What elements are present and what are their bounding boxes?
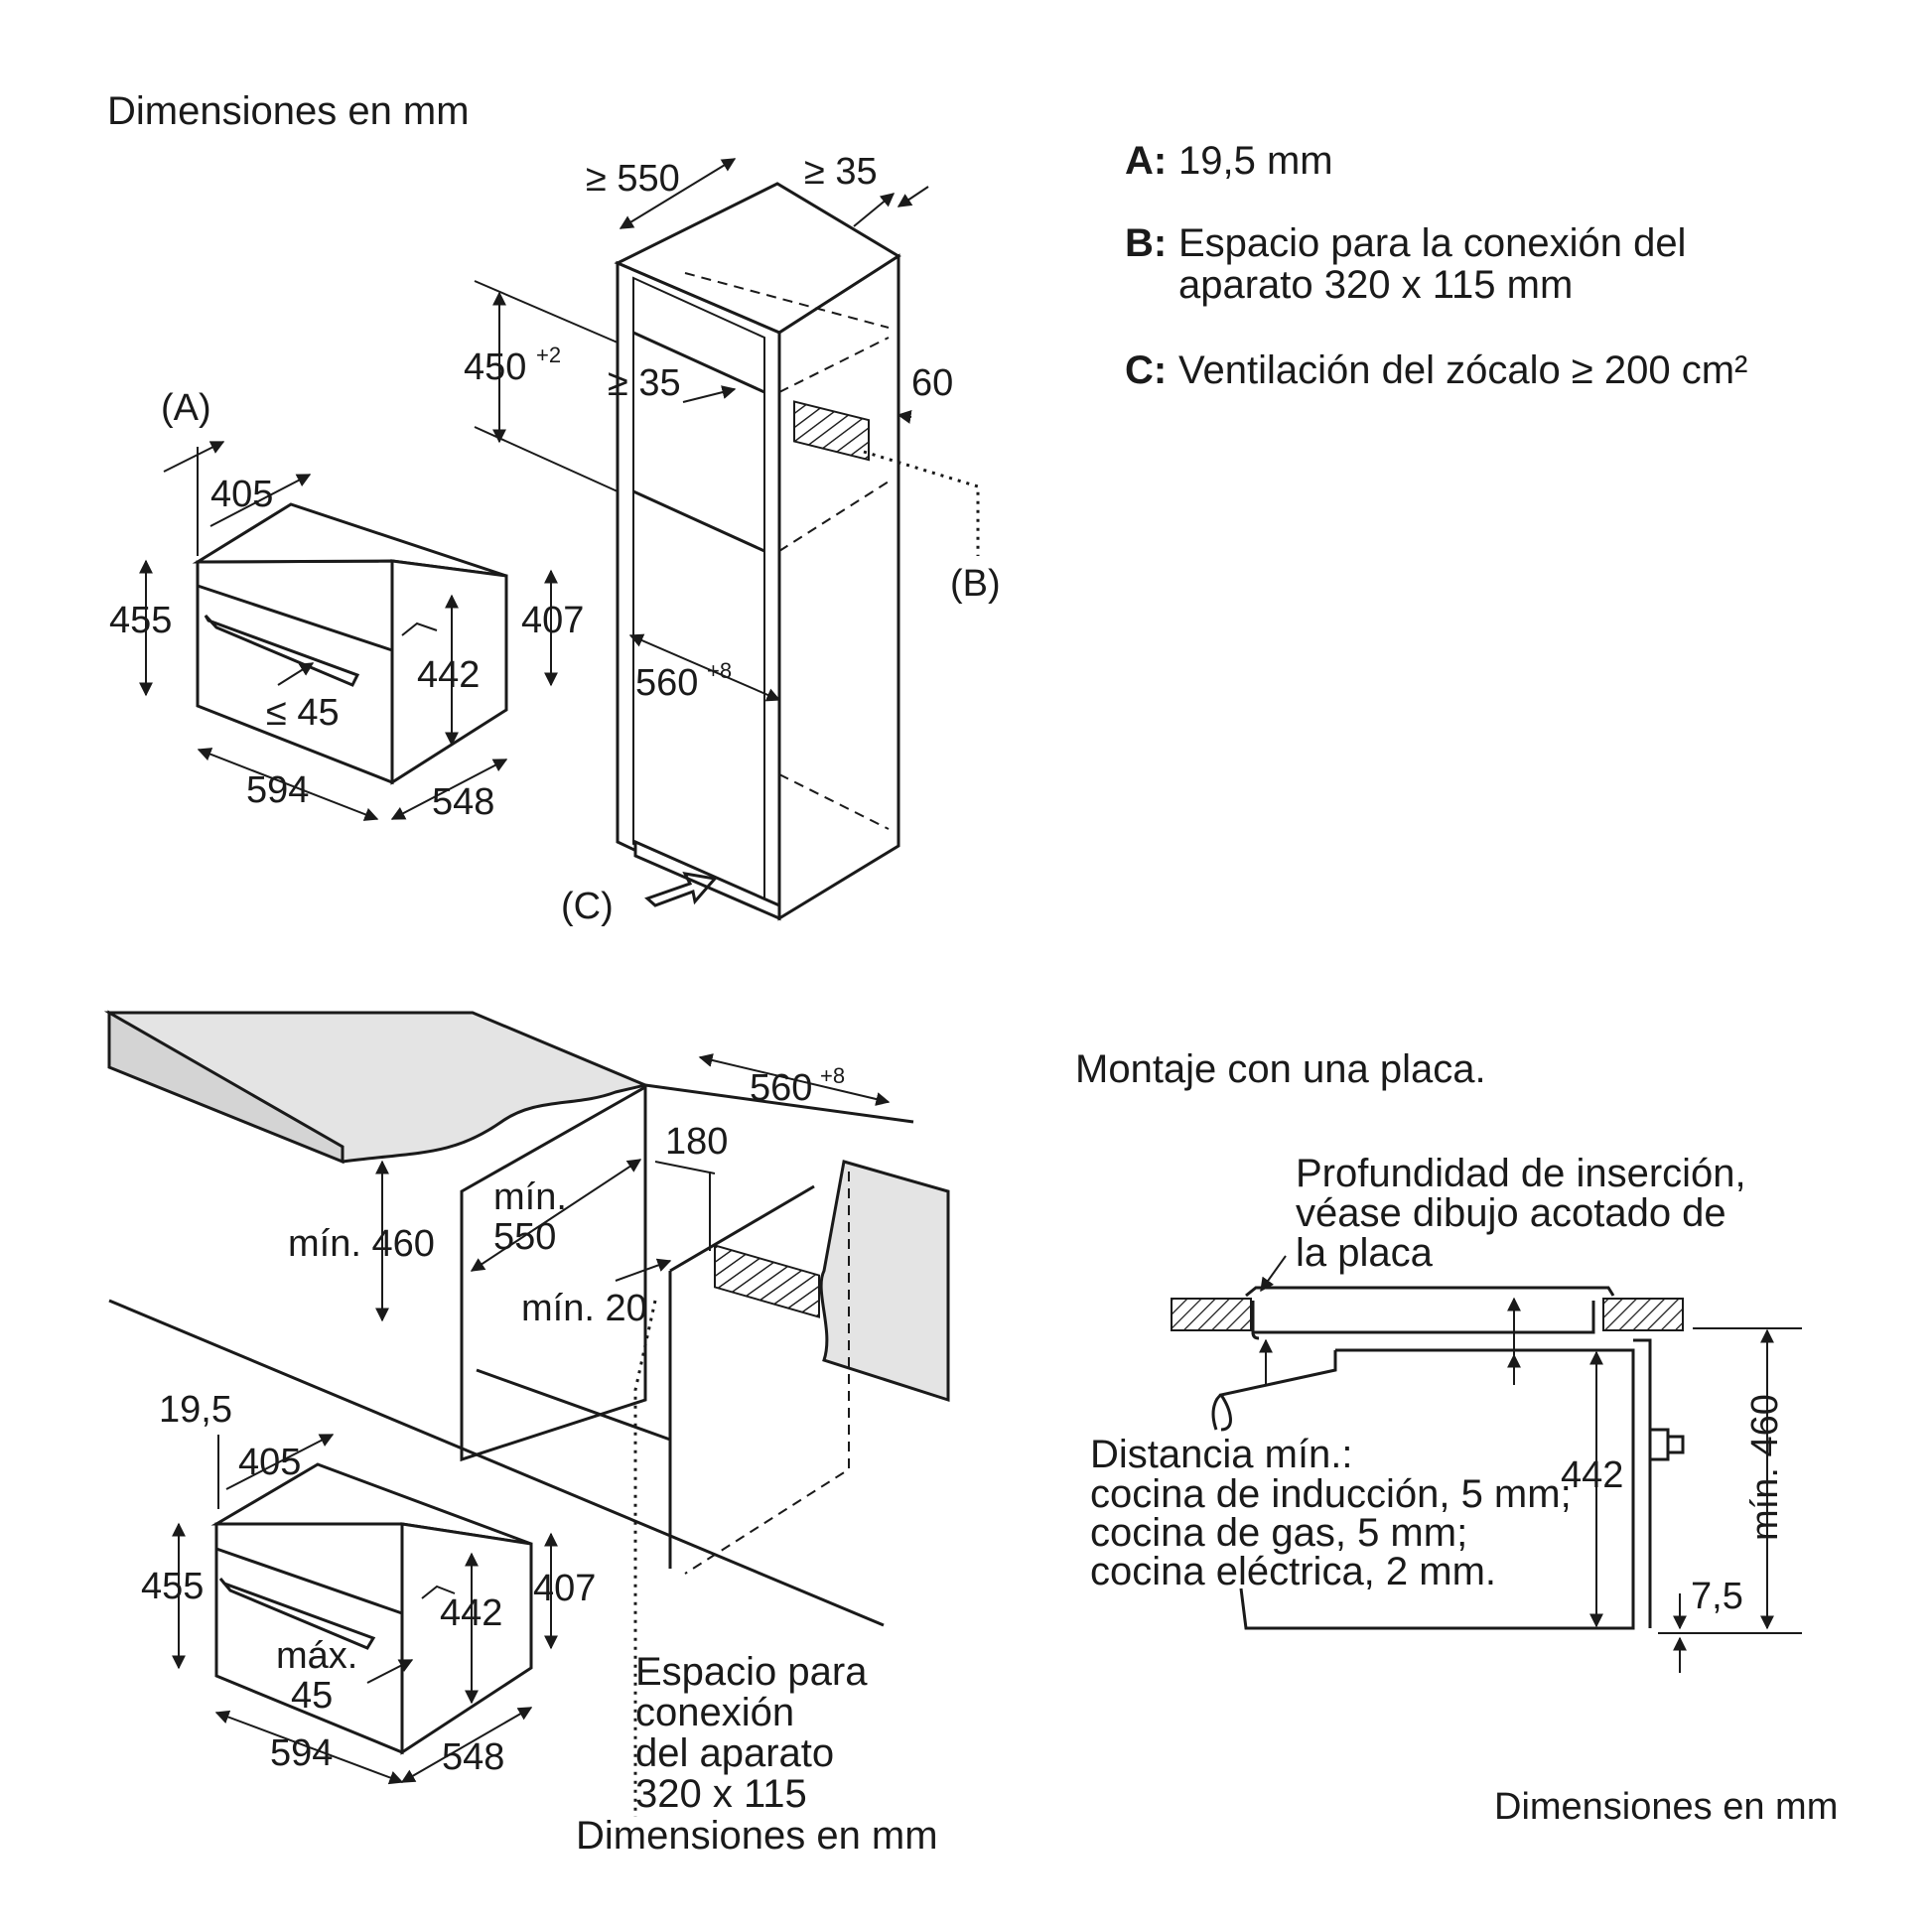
br-dist-l1: Distancia mín.: <box>1090 1433 1353 1476</box>
legend-a-key: A: <box>1125 139 1167 183</box>
bottom-right-section: Montaje con una placa. Profundidad de in… <box>1075 1047 1838 1828</box>
bl-width: 560 <box>750 1067 812 1109</box>
cabinet-vent-height: 60 <box>911 362 953 404</box>
oven-depth: 548 <box>432 781 494 823</box>
br-dim-442: 442 <box>1561 1454 1623 1496</box>
bottom-left-section: 560 +8 180 mín. 550 mín. 460 mín. 20 19,… <box>103 1010 950 1858</box>
cabinet-label-b: (B) <box>950 563 1001 605</box>
cabinet-back-gap: ≥ 35 <box>804 151 878 193</box>
bl-footer: Dimensiones en mm <box>576 1814 938 1858</box>
legend-c-text: Ventilación del zócalo ≥ 200 cm² <box>1178 348 1747 392</box>
bl-min-20: mín. 20 <box>521 1288 647 1329</box>
bl-handle-l2: 45 <box>291 1675 333 1717</box>
cabinet-niche-height: 450 <box>464 346 526 388</box>
cabinet-niche-height-tol: +2 <box>536 343 561 367</box>
br-footer: Dimensiones en mm <box>1494 1786 1838 1828</box>
legend-c-key: C: <box>1125 348 1167 392</box>
oven-height-niche: 407 <box>521 600 584 641</box>
oven-handle: ≤ 45 <box>266 692 340 734</box>
top-title: Dimensiones en mm <box>107 89 470 133</box>
bl-conn-l1: Espacio para <box>635 1650 868 1694</box>
legend: A: 19,5 mm B: Espacio para la conexión d… <box>1125 139 1747 392</box>
br-insert-l3: la placa <box>1296 1231 1434 1275</box>
bl-height-front: 455 <box>141 1566 204 1607</box>
br-insert-l1: Profundidad de inserción, <box>1296 1152 1746 1195</box>
bl-min-550-l2: 550 <box>493 1216 556 1258</box>
top-section: Dimensiones en mm A: 19,5 mm B: Espacio … <box>107 89 1747 927</box>
oven-height-front: 455 <box>109 600 172 641</box>
br-insert-l2: véase dibujo acotado de <box>1296 1191 1726 1235</box>
br-dist-l3: cocina de gas, 5 mm; <box>1090 1511 1467 1555</box>
br-dist-l2: cocina de inducción, 5 mm; <box>1090 1472 1572 1516</box>
oven-depth-body: 405 <box>210 474 273 515</box>
cabinet-label-c: (C) <box>561 886 614 927</box>
cabinet-depth-min: ≥ 550 <box>586 158 680 200</box>
cabinet-inner-gap: ≥ 35 <box>608 362 681 404</box>
bl-width-tol: +8 <box>820 1063 845 1088</box>
br-dim-7-5: 7,5 <box>1691 1576 1743 1617</box>
bl-dim-180: 180 <box>665 1121 728 1163</box>
bl-min-550-l1: mín. <box>493 1176 567 1218</box>
bl-handle-l1: máx. <box>276 1635 357 1677</box>
oven-width: 594 <box>246 769 309 811</box>
cabinet-drawing-top: ≥ 550 ≥ 35 450 +2 ≥ 35 60 560 +8 (B) (C) <box>464 151 1001 927</box>
bl-min-460: mín. 460 <box>288 1223 435 1265</box>
bl-dim-19-5: 19,5 <box>159 1389 232 1431</box>
cabinet-inner-width: 560 <box>635 662 698 704</box>
legend-b-line1: Espacio para la conexión del <box>1178 221 1686 265</box>
br-dist-l4: cocina eléctrica, 2 mm. <box>1090 1550 1496 1593</box>
legend-b-line2: aparato 320 x 115 mm <box>1178 263 1573 307</box>
oven-height-body: 442 <box>417 654 480 696</box>
bl-conn-l4: 320 x 115 <box>635 1772 807 1816</box>
legend-b-key: B: <box>1125 221 1167 265</box>
bl-height-niche: 407 <box>533 1568 596 1609</box>
bl-depth-oven: 548 <box>442 1736 504 1778</box>
bl-conn-l3: del aparato <box>635 1731 834 1775</box>
br-dim-min460: mín. 460 <box>1744 1394 1786 1541</box>
legend-a-text: 19,5 mm <box>1178 139 1333 183</box>
oven-drawing-top: (A) 405 455 442 407 ≤ 45 594 548 <box>109 387 584 823</box>
bl-depth-body: 405 <box>238 1442 301 1483</box>
oven-label-a: (A) <box>161 387 211 429</box>
br-title: Montaje con una placa. <box>1075 1047 1486 1091</box>
bl-conn-l2: conexión <box>635 1691 794 1734</box>
